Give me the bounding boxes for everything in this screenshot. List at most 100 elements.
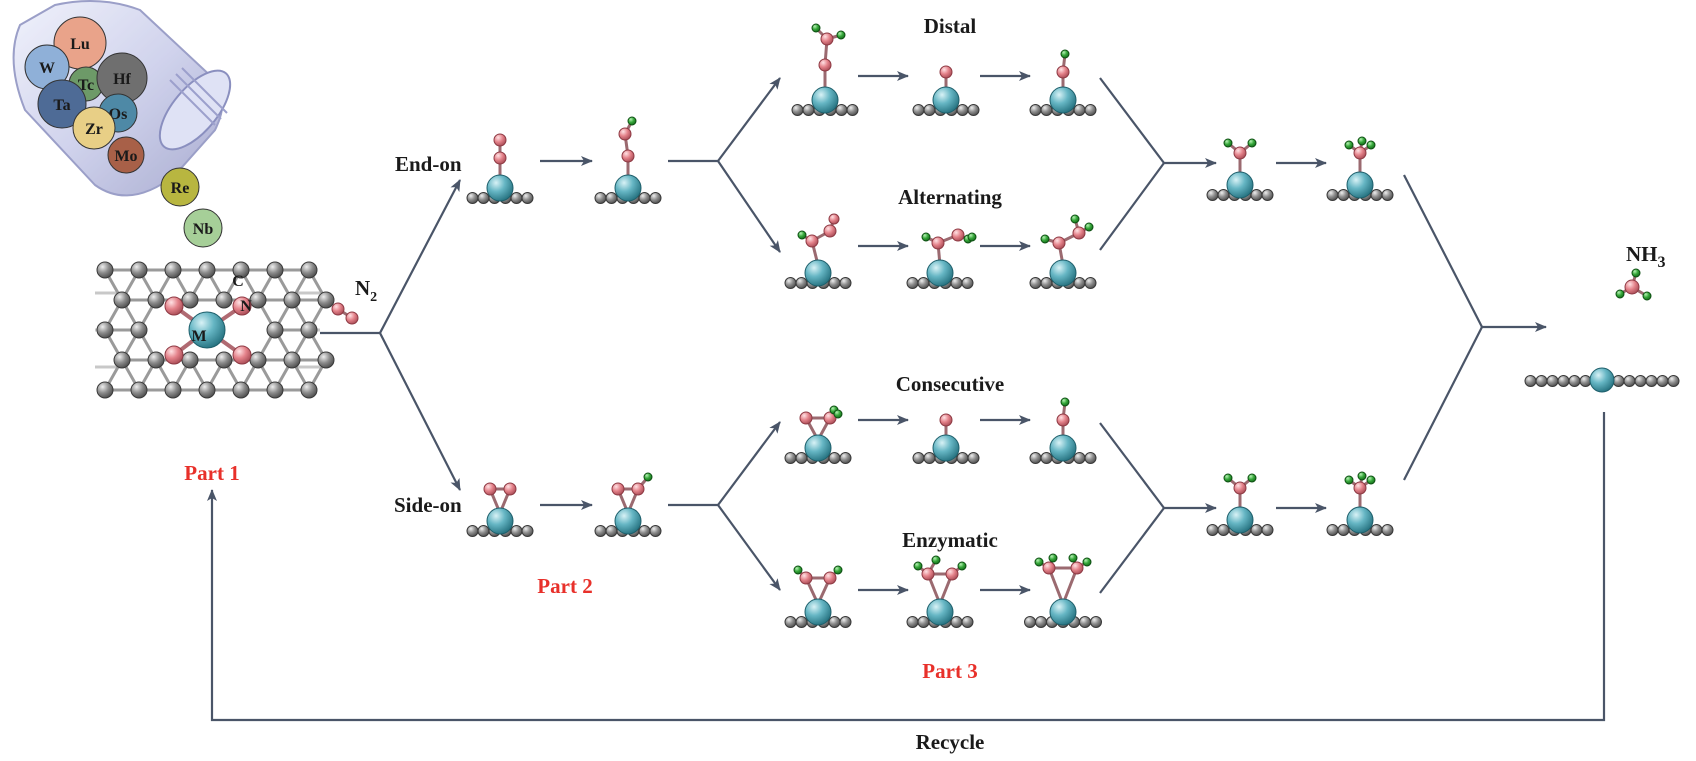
carbon-atom [605, 525, 618, 537]
n2-label: N2 [355, 276, 377, 305]
carbon-atom [839, 452, 852, 464]
carbon-atom [1261, 189, 1274, 201]
carbon-atom [510, 525, 523, 537]
carbon-atom [147, 291, 165, 309]
metal-atom [1049, 259, 1077, 287]
carbon-atom [846, 104, 859, 116]
carbon-atom [266, 261, 284, 279]
consecutive-step-3 [1029, 397, 1097, 464]
end-on-structure [466, 133, 534, 204]
carbon-atom [249, 351, 267, 369]
nitrogen-atom [164, 345, 184, 365]
nitrogen-atom [818, 58, 832, 72]
nitrogen-atom [232, 296, 252, 316]
hydrogen-atom [1060, 49, 1070, 59]
metal-atom [804, 434, 832, 462]
carbon-atom [961, 277, 974, 289]
element-symbol: Hf [113, 71, 131, 88]
consecutive-step-1 [784, 405, 852, 464]
hydrogen-atom [627, 116, 637, 126]
nitrogen-atom [1072, 226, 1086, 240]
carbon-atom [477, 192, 490, 204]
carbon-atom [283, 351, 301, 369]
carbon-atom [1623, 375, 1636, 387]
carbon-atom [795, 616, 808, 628]
hydrogen-atom [1048, 553, 1058, 563]
carbon-atom [1217, 524, 1230, 536]
metal-atom [614, 507, 642, 535]
recycled-catalyst [1524, 367, 1680, 393]
carbon-atom [784, 277, 797, 289]
carbon-atom [1337, 524, 1350, 536]
distal-label: Distal [924, 14, 977, 38]
carbon-atom [1250, 189, 1263, 201]
carbon-atom [912, 104, 925, 116]
carbon-atom [1326, 189, 1339, 201]
hydrogen-atom [957, 561, 967, 571]
nitrogen-atom [164, 296, 184, 316]
carbon-atom [802, 104, 815, 116]
carbon-atom [181, 291, 199, 309]
carbon-atom [1656, 375, 1669, 387]
carbon-atom [283, 291, 301, 309]
nitrogen-atom [1233, 146, 1247, 160]
hydrogen-atom [833, 409, 843, 419]
carbon-atom [1084, 104, 1097, 116]
carbon-atom [130, 321, 148, 339]
hydrogen-atom [836, 30, 846, 40]
carbon-atom [1250, 524, 1263, 536]
carbon-atom [912, 452, 925, 464]
hydrogen-atom [1034, 557, 1044, 567]
hydrogen-atom [1040, 234, 1050, 244]
metal-atom [188, 311, 226, 349]
part-2-label: Part 2 [537, 574, 592, 598]
carbon-atom [466, 192, 479, 204]
nitrogen-atom [1042, 561, 1056, 575]
center-atom-label: M [191, 328, 206, 345]
hydrogen-atom [643, 472, 653, 482]
carbon-atom [791, 104, 804, 116]
carbon-atom [164, 261, 182, 279]
carbon-atom [1370, 189, 1383, 201]
carbon-atom [1079, 616, 1091, 628]
carbon-atom [1579, 375, 1592, 387]
side-on-h-structure [594, 472, 662, 537]
carbon-atom [1546, 375, 1559, 387]
carbon-atom [1370, 524, 1383, 536]
carbon-atom [906, 616, 919, 628]
carbon-atom [950, 616, 963, 628]
hydrogen-atom [833, 565, 843, 575]
carbon-atom [839, 616, 852, 628]
carbon-atom [917, 616, 930, 628]
nitrogen-atom [611, 482, 625, 496]
carbon-atom [266, 321, 284, 339]
carbon-atom [950, 277, 963, 289]
carbon-atom [147, 351, 165, 369]
hydrogen-atom [1070, 214, 1080, 224]
carbon-atom [795, 277, 808, 289]
carbon-atom [839, 277, 852, 289]
element-symbol: Lu [70, 36, 90, 53]
hydrogen-atom [1223, 473, 1233, 483]
carbon-atom [1073, 277, 1086, 289]
carbon-atom [232, 261, 250, 279]
hydrogen-atom [913, 561, 923, 571]
metal-atom [926, 259, 954, 287]
nitrogen-atom [951, 228, 965, 242]
carbon-atom [1029, 452, 1042, 464]
carbon-atom [466, 525, 479, 537]
metal-atom [932, 86, 960, 114]
enzymatic-step-2 [906, 555, 974, 628]
side-on-nh2-structure [1206, 473, 1274, 536]
alternating-step-3 [1029, 214, 1097, 289]
carbon-atom [1667, 375, 1680, 387]
carbon-atom [795, 452, 808, 464]
alternating-step-1 [784, 213, 852, 289]
element-ball-ta: Ta [37, 79, 87, 129]
hydrogen-atom [1357, 471, 1367, 481]
metal-atom [614, 174, 642, 202]
element-symbol: W [39, 60, 55, 77]
metal-atom [804, 598, 832, 626]
hydrogen-atom [797, 230, 807, 240]
element-symbol: Ta [53, 97, 70, 114]
